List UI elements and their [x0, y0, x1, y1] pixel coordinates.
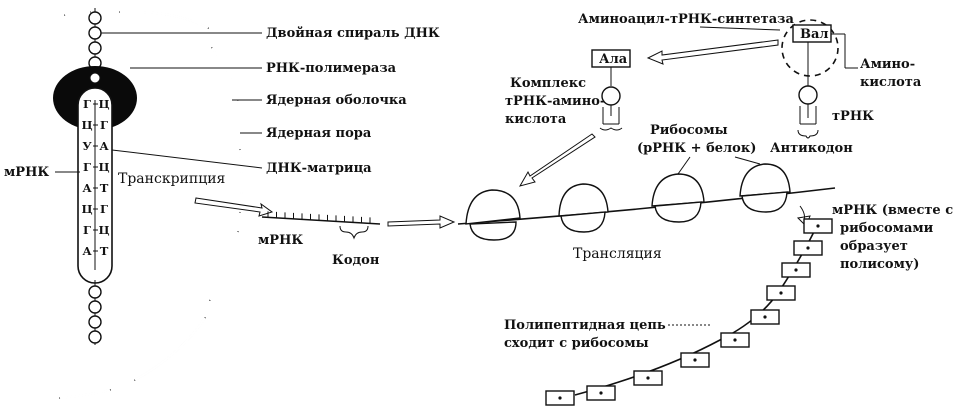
- label-nuclear-pore: Ядерная пора: [266, 126, 372, 141]
- dna-base: А: [82, 181, 92, 195]
- polypeptide-chain: [545, 218, 833, 406]
- dna-base: Т: [100, 244, 109, 258]
- label-mrna-middle: мРНК: [258, 233, 303, 248]
- label-anticodon: Антикодон: [770, 141, 853, 156]
- trna-ala-complex: [599, 67, 623, 131]
- dna-base: Т: [100, 181, 109, 195]
- label-amino-acid-1: Амино-: [860, 57, 915, 72]
- synthetase-to-complex-arrow: [646, 39, 779, 65]
- label-polysome-1: мРНК (вместе с: [832, 203, 953, 218]
- label-polysome-4: полисому): [840, 257, 919, 272]
- synthetase-circle: [781, 19, 839, 77]
- ala-label: Ала: [599, 52, 628, 67]
- ribosome-leader-lines: [677, 156, 761, 175]
- dna-base: Ц: [81, 202, 92, 216]
- label-codon: Кодон: [332, 253, 380, 268]
- label-polysome-2: рибосомами: [840, 221, 934, 236]
- label-amino-acid-2: кислота: [860, 75, 922, 90]
- label-polypeptide-2: сходит с рибосомы: [504, 336, 649, 351]
- dna-base: Г: [100, 118, 108, 132]
- to-translation-arrow: [387, 215, 456, 229]
- dna-base: У: [82, 139, 92, 153]
- label-polypeptide-1: Полипептидная цепь: [504, 318, 666, 333]
- dna-helix-top: [88, 8, 102, 75]
- dna-base: Г: [83, 160, 91, 174]
- dna-base: Ц: [81, 118, 92, 132]
- dna-base: Г: [83, 97, 91, 111]
- label-complex-3: кислота: [505, 112, 567, 127]
- dna-base: Г: [100, 202, 108, 216]
- label-transcription: Транскрипция: [118, 171, 226, 187]
- complex-to-ribosome-arrow: [518, 133, 596, 187]
- label-ribosomes-1: Рибосомы: [650, 123, 728, 138]
- label-rna-polymerase: РНК-полимераза: [266, 61, 397, 76]
- dna-base: А: [99, 139, 109, 153]
- ribosome: [651, 173, 705, 223]
- mrna-strand-middle: [261, 211, 381, 240]
- trna-right: [797, 42, 819, 139]
- val-label: Вал: [800, 27, 829, 42]
- ribosome: [739, 163, 791, 213]
- ribosome: [465, 189, 521, 241]
- label-nuclear-envelope: Ядерная оболочка: [266, 93, 407, 108]
- label-ribosomes-2: (рРНК + белок): [637, 141, 756, 156]
- dna-base: Ц: [98, 223, 109, 237]
- label-complex-1: Комплекс: [510, 76, 586, 91]
- label-mrna-left: мРНК: [4, 165, 49, 180]
- ribosome: [558, 183, 609, 233]
- dna-base: Ц: [98, 160, 109, 174]
- label-complex-2: тРНК-амино-: [505, 94, 605, 109]
- label-trna: тРНК: [832, 109, 874, 124]
- label-aminoacyl-synthetase: Аминоацил-тРНК-синтетаза: [578, 12, 794, 27]
- label-polysome-3: образует: [840, 239, 908, 254]
- label-translation: Трансляция: [573, 246, 662, 262]
- label-dna-template: ДНК-матрица: [266, 161, 372, 176]
- ribosomes: [465, 163, 791, 241]
- dna-helix-bottom: [88, 280, 102, 345]
- dna-base: Ц: [98, 97, 109, 111]
- dna-base: А: [82, 244, 92, 258]
- label-dna-helix: Двойная спираль ДНК: [266, 26, 440, 41]
- dna-base: Г: [83, 223, 91, 237]
- nucleus-leader-lines: [55, 32, 263, 173]
- nuclear-envelope: [59, 10, 244, 400]
- transcription-arrow: [194, 197, 274, 217]
